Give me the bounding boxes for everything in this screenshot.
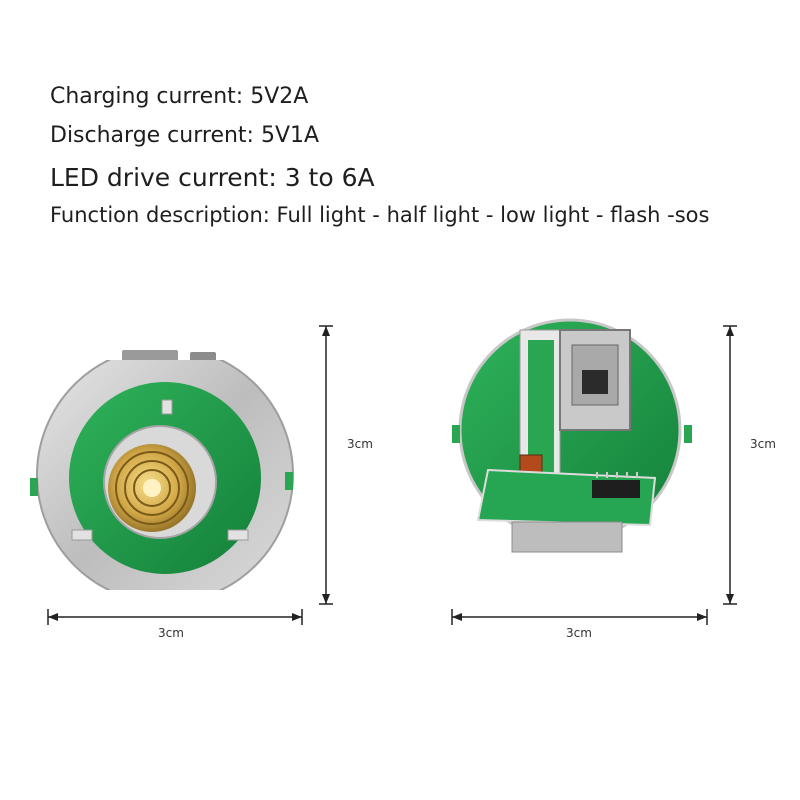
usb-port-opening [571,344,619,406]
solder-pad-right [227,529,249,541]
dim-label-left-height: 3cm [347,437,373,451]
spec-function-description: Function description: Full light - half … [50,203,710,227]
dim-label-left-width: 3cm [158,626,184,640]
dim-label-right-height: 3cm [750,437,776,451]
solder-pad-top [161,399,173,415]
ic-chip [592,480,640,498]
bottom-metal-plate [511,521,623,553]
dim-label-right-width: 3cm [566,626,592,640]
side-nub-right-r [684,425,692,443]
solder-pad-left [71,529,93,541]
usb-port-inner [582,370,608,394]
side-nub-left-r [452,425,460,443]
brass-spring [108,444,196,532]
dimension-lines [47,325,737,625]
spec-discharge-current: Discharge current: 5V1A [50,123,320,148]
spec-charging-current: Charging current: 5V2A [50,84,309,109]
side-nub-right [285,472,293,490]
spec-led-drive-current: LED drive current: 3 to 6A [50,163,375,192]
left-board-front [30,350,294,590]
side-nub-left [30,478,38,496]
right-board-back [452,318,692,553]
